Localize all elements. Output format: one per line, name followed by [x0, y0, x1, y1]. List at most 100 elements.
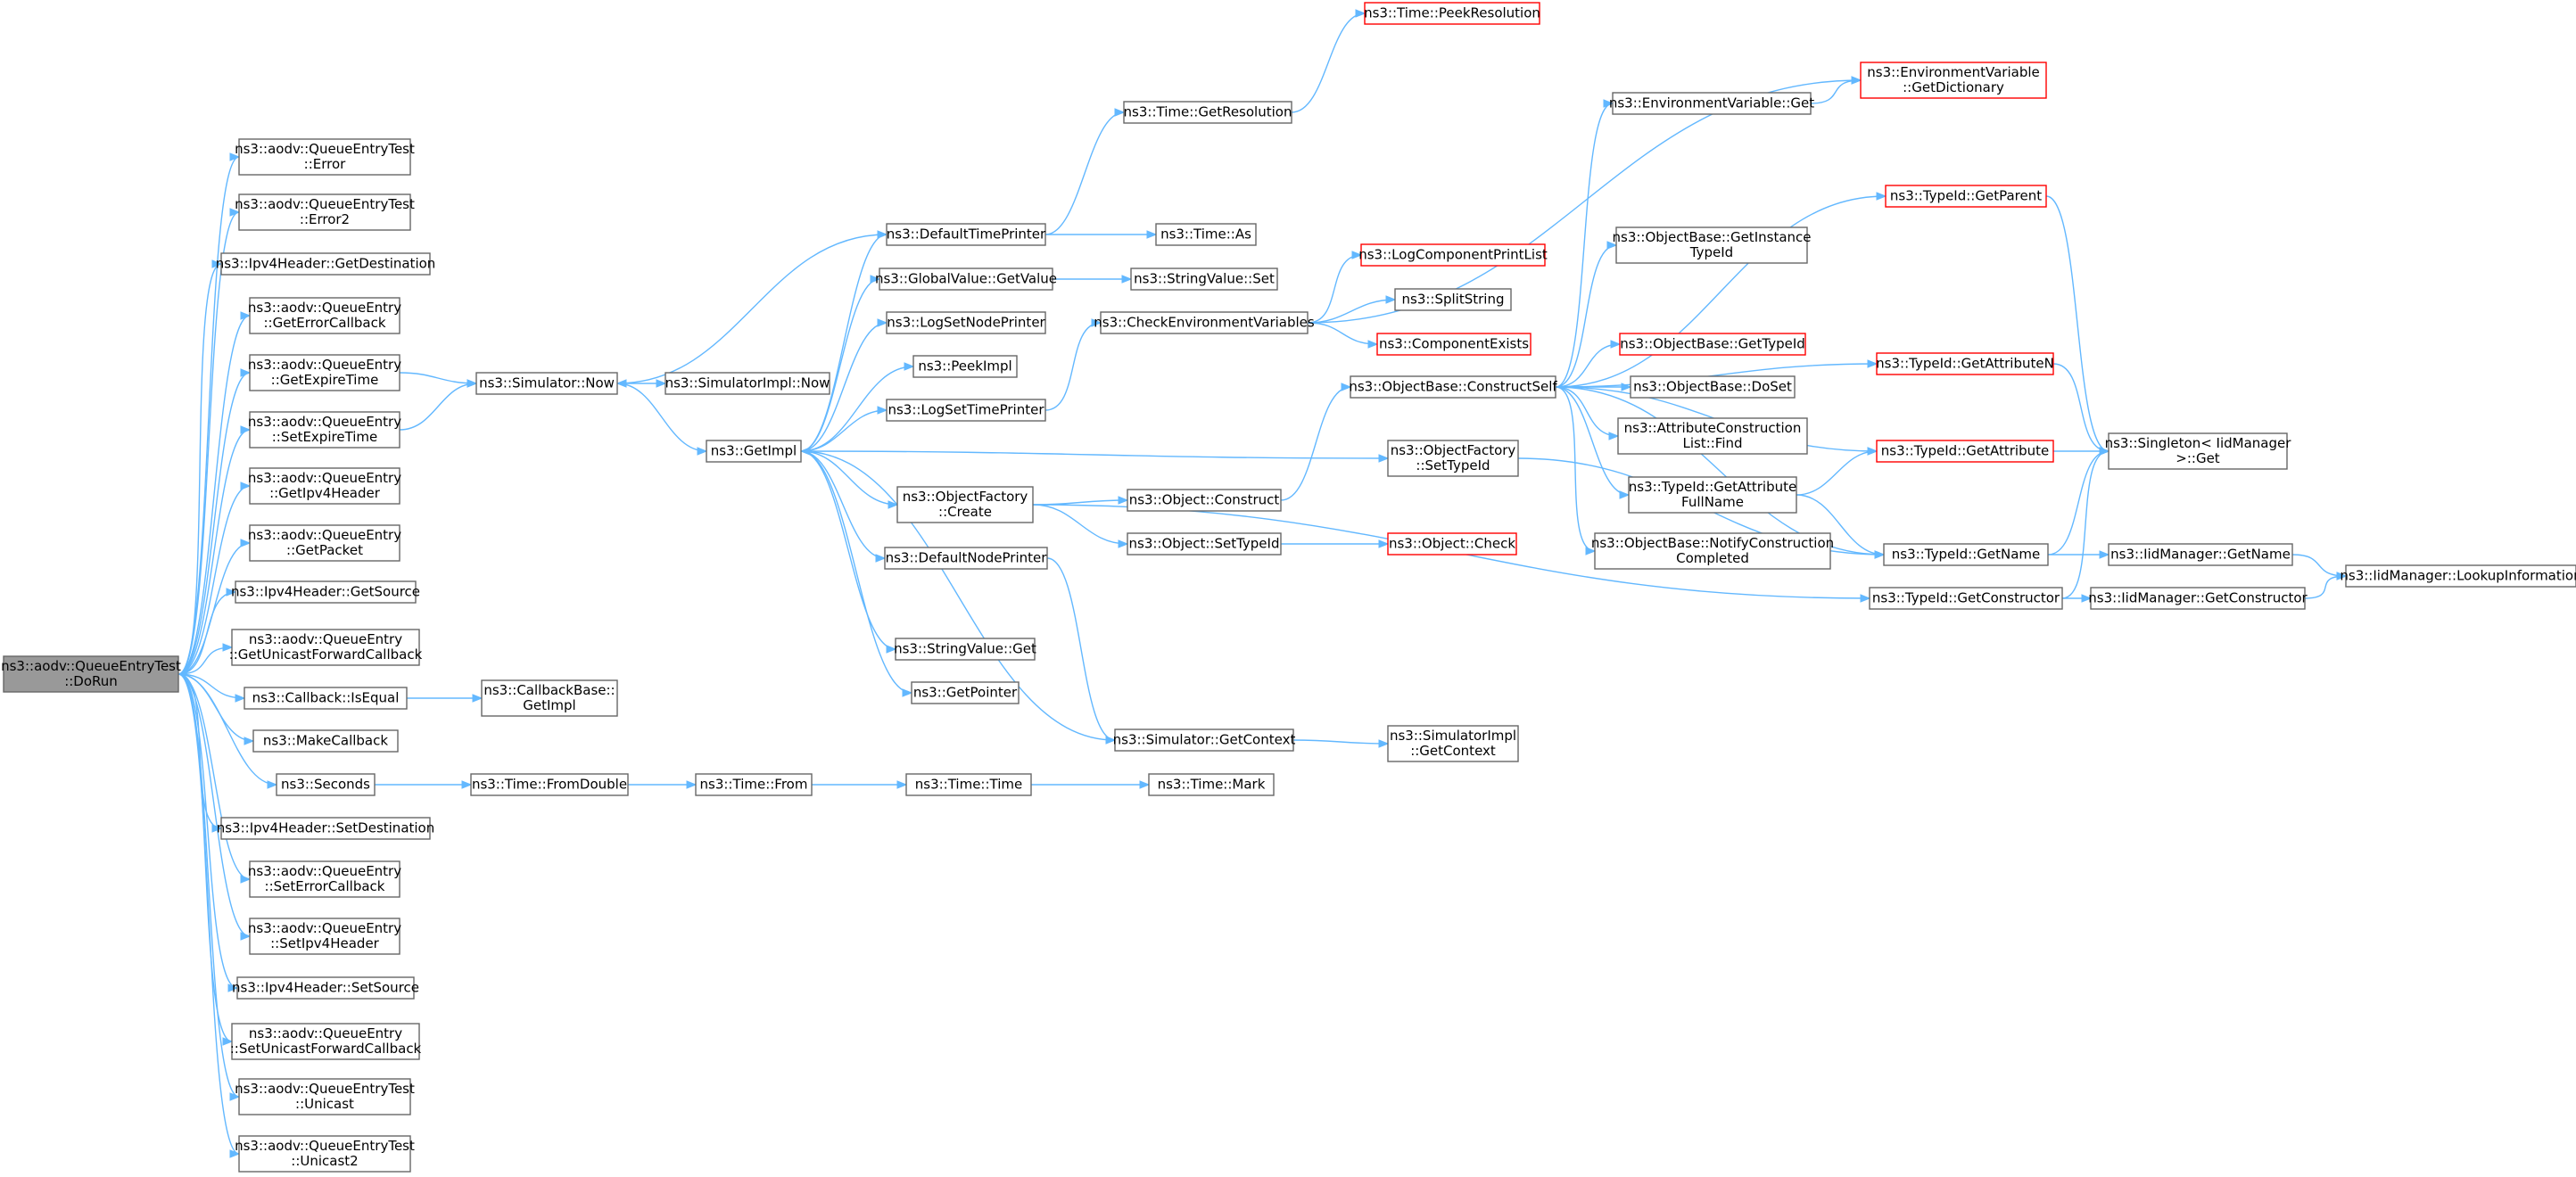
node-stringvalue_set[interactable]: ns3::StringValue::Set	[1130, 268, 1278, 291]
node-time_getresolution[interactable]: ns3::Time::GetResolution	[1123, 101, 1292, 124]
node-box	[276, 773, 376, 796]
node-qe_getipv4[interactable]: ns3::aodv::QueueEntry::GetIpv4Header	[248, 467, 401, 505]
edge-arrowhead	[799, 447, 811, 456]
node-box	[249, 918, 400, 955]
node-sim_now[interactable]: ns3::Simulator::Now	[475, 372, 618, 395]
node-qet_error[interactable]: ns3::aodv::QueueEntryTest::Error	[235, 138, 415, 176]
node-label: ns3::StringValue::Get	[894, 641, 1036, 657]
node-ipv4_setdest[interactable]: ns3::Ipv4Header::SetDestination	[217, 817, 435, 840]
node-box	[249, 467, 400, 505]
node-checkenvvars[interactable]: ns3::CheckEnvironmentVariables	[1094, 311, 1315, 334]
node-ipv4_setsrc[interactable]: ns3::Ipv4Header::SetSource	[232, 976, 419, 1000]
node-makecallback[interactable]: ns3::MakeCallback	[252, 729, 399, 753]
node-objbase_constructself[interactable]: ns3::ObjectBase::ConstructSelf	[1349, 375, 1557, 399]
node-time_as[interactable]: ns3::Time::As	[1155, 223, 1257, 246]
node-typeid_getconstructor[interactable]: ns3::TypeId::GetConstructor	[1869, 587, 2063, 610]
node-time_peekresolution[interactable]: ns3::Time::PeekResolution	[1364, 2, 1540, 25]
node-object_construct[interactable]: ns3::Object::Construct	[1127, 489, 1282, 512]
node-object_settypeid[interactable]: ns3::Object::SetTypeId	[1127, 532, 1282, 556]
node-qe_seterrcb[interactable]: ns3::aodv::QueueEntry::SetErrorCallback	[248, 860, 401, 898]
node-label: ns3::LogSetNodePrinter	[887, 315, 1045, 331]
node-objbase_notifyconstcompleted[interactable]: ns3::ObjectBase::NotifyConstructionCompl…	[1591, 532, 1834, 570]
node-box	[1364, 2, 1540, 25]
node-objfactory_settypeid[interactable]: ns3::ObjectFactory::SetTypeId	[1387, 440, 1519, 477]
edge-arrowhead	[240, 482, 252, 490]
edge-arrowhead	[229, 208, 241, 217]
node-qe_getexp[interactable]: ns3::aodv::QueueEntry::GetExpireTime	[248, 354, 401, 391]
node-globalvalue_getvalue[interactable]: ns3::GlobalValue::GetValue	[875, 268, 1057, 291]
node-qe_setipv4[interactable]: ns3::aodv::QueueEntry::SetIpv4Header	[248, 918, 401, 955]
edge-defaulttimeprinter-to-sim_now	[616, 234, 888, 384]
node-getpointer[interactable]: ns3::GetPointer	[911, 681, 1020, 704]
node-label: ns3::ObjectFactory	[903, 489, 1028, 505]
node-qet_unicast2[interactable]: ns3::aodv::QueueEntryTest::Unicast2	[235, 1135, 415, 1173]
node-logcomponentprintlist[interactable]: ns3::LogComponentPrintList	[1358, 243, 1548, 267]
node-objbase_gettypeid[interactable]: ns3::ObjectBase::GetTypeId	[1619, 333, 1806, 356]
edge-arrowhead	[211, 259, 223, 268]
node-getimpl[interactable]: ns3::GetImpl	[706, 440, 802, 463]
edge-arrowhead	[870, 275, 881, 284]
node-logsettimeprinter[interactable]: ns3::LogSetTimePrinter	[886, 399, 1046, 422]
node-cb_isequal[interactable]: ns3::Callback::IsEqual	[244, 687, 408, 710]
edge-arrowhead	[267, 780, 278, 789]
node-qet_unicast[interactable]: ns3::aodv::QueueEntryTest::Unicast	[235, 1078, 415, 1115]
node-iidmgr_getconstructor[interactable]: ns3::IidManager::GetConstructor	[2088, 587, 2308, 610]
node-splitstring[interactable]: ns3::SplitString	[1394, 288, 1512, 311]
node-sim_getcontext[interactable]: ns3::Simulator::GetContext	[1113, 728, 1296, 752]
edge-typeid_getname-to-singleton_get	[2047, 450, 2110, 556]
node-label: ns3::Time::PeekResolution	[1364, 5, 1540, 21]
node-ipv4_getsrc[interactable]: ns3::Ipv4Header::GetSource	[231, 580, 420, 604]
node-qe_geterrcb[interactable]: ns3::aodv::QueueEntry::GetErrorCallback	[248, 297, 401, 334]
node-qet_error2[interactable]: ns3::aodv::QueueEntryTest::Error2	[235, 193, 415, 231]
node-box	[1387, 532, 1517, 556]
edge-arrowhead	[1355, 9, 1366, 18]
node-iidmgr_lookupinfo[interactable]: ns3::IidManager::LookupInformation	[2340, 564, 2576, 588]
node-typeid_getattributen[interactable]: ns3::TypeId::GetAttributeN	[1876, 352, 2054, 375]
node-envvar_getdict[interactable]: ns3::EnvironmentVariable::GetDictionary	[1860, 62, 2047, 99]
node-cbbase_getimpl[interactable]: ns3::CallbackBase::GetImpl	[481, 679, 618, 717]
node-time_mark[interactable]: ns3::Time::Mark	[1148, 773, 1275, 796]
node-qe_setucb[interactable]: ns3::aodv::QueueEntry::SetUnicastForward…	[230, 1023, 422, 1060]
node-box	[1885, 185, 2047, 208]
node-peekimpl[interactable]: ns3::PeekImpl	[912, 355, 1018, 378]
node-seconds[interactable]: ns3::Seconds	[276, 773, 376, 796]
node-typeid_getparent[interactable]: ns3::TypeId::GetParent	[1885, 185, 2047, 208]
node-label: ns3::aodv::QueueEntryTest	[235, 1138, 415, 1154]
node-qe_getpacket[interactable]: ns3::aodv::QueueEntry::GetPacket	[248, 524, 401, 562]
node-typeid_getname[interactable]: ns3::TypeId::GetName	[1883, 543, 2049, 566]
node-dorun[interactable]: ns3::aodv::QueueEntryTest::DoRun	[1, 655, 181, 693]
node-box	[1123, 101, 1292, 124]
node-label: ns3::Time::As	[1160, 226, 1251, 243]
node-label: ns3::Object::SetTypeId	[1129, 536, 1280, 552]
node-stringvalue_get[interactable]: ns3::StringValue::Get	[894, 638, 1036, 661]
node-objbase_doset[interactable]: ns3::ObjectBase::DoSet	[1630, 375, 1796, 399]
edge-dorun-to-qet_unicast2	[178, 673, 240, 1155]
node-time_time[interactable]: ns3::Time::Time	[905, 773, 1032, 796]
node-time_fromdouble[interactable]: ns3::Time::FromDouble	[470, 773, 629, 796]
node-time_from[interactable]: ns3::Time::From	[695, 773, 813, 796]
node-box	[249, 354, 400, 391]
node-envvar_get[interactable]: ns3::EnvironmentVariable::Get	[1609, 92, 1814, 115]
edge-arrowhead	[1118, 496, 1129, 505]
node-objfactory_create[interactable]: ns3::ObjectFactory::Create	[896, 486, 1034, 523]
node-ipv4_getdest[interactable]: ns3::Ipv4Header::GetDestination	[216, 252, 436, 276]
node-qe_getucb[interactable]: ns3::aodv::QueueEntry::GetUnicastForward…	[229, 629, 423, 666]
node-logsetnodeprinter[interactable]: ns3::LogSetNodePrinter	[886, 311, 1046, 334]
edge-arrowhead	[1608, 432, 1620, 440]
node-defaulttimeprinter[interactable]: ns3::DefaultTimePrinter	[886, 223, 1046, 246]
node-simimpl_getcontext[interactable]: ns3::SimulatorImpl::GetContext	[1387, 725, 1519, 762]
node-typeid_getattribute[interactable]: ns3::TypeId::GetAttribute	[1876, 440, 2054, 463]
node-componentexists[interactable]: ns3::ComponentExists	[1376, 333, 1532, 356]
node-singleton_get[interactable]: ns3::Singleton< IidManager>::Get	[2105, 432, 2292, 470]
node-simimpl_now[interactable]: ns3::SimulatorImpl::Now	[665, 372, 830, 395]
node-label: ns3::DefaultTimePrinter	[887, 226, 1046, 243]
node-qe_setexp[interactable]: ns3::aodv::QueueEntry::SetExpireTime	[248, 411, 401, 449]
node-box	[1387, 725, 1519, 762]
node-defaultnodeprinter[interactable]: ns3::DefaultNodePrinter	[884, 547, 1048, 570]
node-object_check[interactable]: ns3::Object::Check	[1387, 532, 1517, 556]
node-iidmgr_getname[interactable]: ns3::IidManager::GetName	[2108, 543, 2293, 566]
